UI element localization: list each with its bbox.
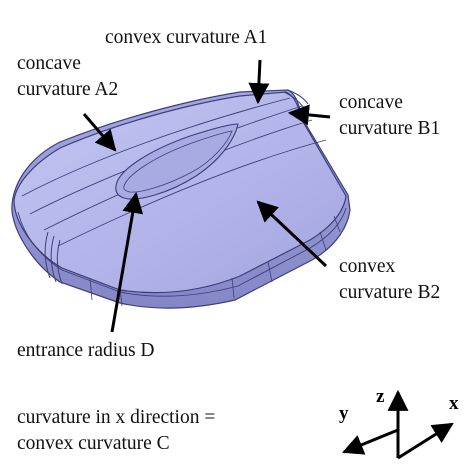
- arrow-convex-b2: [256, 200, 328, 268]
- axis-y-arrow: [342, 428, 399, 455]
- arrow-entrance-d: [110, 191, 144, 333]
- part-facet-line: [231, 277, 235, 299]
- label-concave-curvature-a2-line1: concave: [17, 53, 81, 74]
- caption-line2: convex curvature C: [17, 433, 170, 454]
- label-convex-curvature-b2-line1: convex: [339, 256, 396, 277]
- part-edge-line: [50, 235, 57, 283]
- label-concave-curvature-a2-line2: curvature A2: [17, 79, 119, 100]
- axis-z-label: z: [376, 386, 385, 407]
- axis-y-label: y: [339, 403, 349, 424]
- label-concave-curvature-b1-line1: concave: [339, 92, 403, 113]
- label-convex-curvature-a1: convex curvature A1: [105, 27, 268, 48]
- coordinate-axes: [342, 389, 454, 460]
- part-edge-line: [21, 97, 291, 197]
- axis-x-arrow: [397, 422, 454, 460]
- part-recess-inner: [123, 130, 233, 193]
- arrow-concave-a2: [82, 113, 117, 152]
- part-edge-line: [44, 231, 51, 279]
- axis-x-label: x: [449, 393, 459, 414]
- arrow-concave-b1: [287, 104, 331, 126]
- arrow-convex-a1: [248, 59, 270, 105]
- part-facet-line: [89, 277, 93, 301]
- part-rim-line: [17, 207, 347, 297]
- caption-line1: curvature in x direction =: [17, 407, 216, 428]
- label-entrance-radius-d: entrance radius D: [17, 340, 155, 361]
- part-edge-line: [287, 89, 309, 105]
- part-edge-line: [56, 239, 63, 285]
- part-facet-line: [267, 261, 273, 283]
- part-edge-line: [57, 139, 327, 247]
- label-concave-curvature-b1-line2: curvature B1: [339, 118, 441, 139]
- part-facet-line: [319, 231, 327, 251]
- label-convex-curvature-b2-line2: curvature B2: [339, 282, 441, 303]
- leader-arrows: [82, 59, 331, 333]
- molded-part: [11, 89, 351, 309]
- part-facet-line: [333, 215, 341, 233]
